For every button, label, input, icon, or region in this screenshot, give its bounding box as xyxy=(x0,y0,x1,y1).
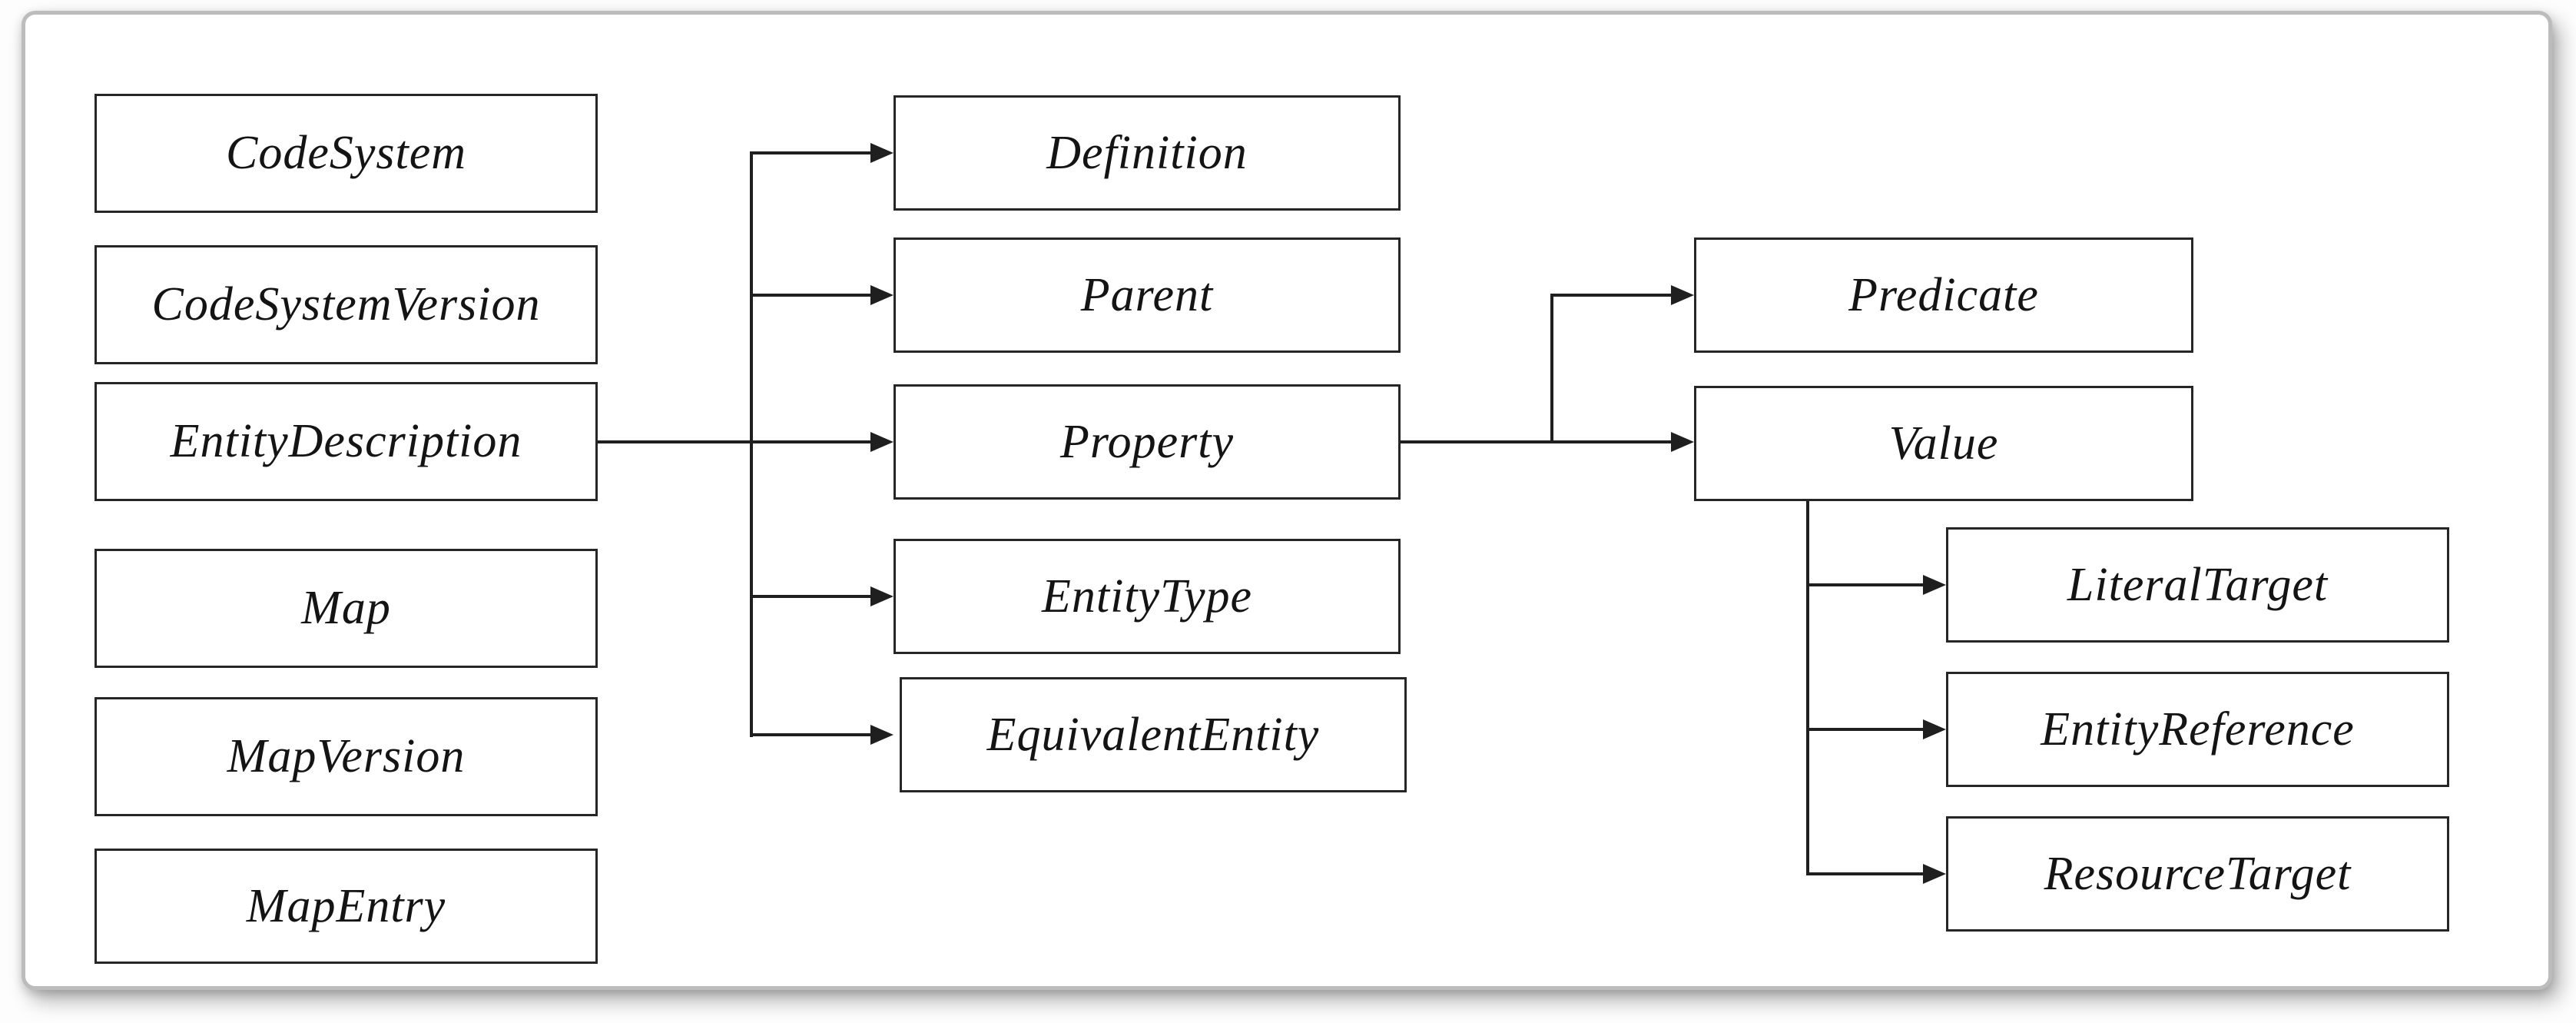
node-parent: Parent xyxy=(893,237,1401,353)
node-definition: Definition xyxy=(893,95,1401,211)
arrowhead-entityreference xyxy=(1923,719,1946,739)
connector-branch-equivalententity xyxy=(750,733,873,736)
connector-trunk-entitydescription xyxy=(750,151,753,737)
node-codesystem: CodeSystem xyxy=(94,94,598,213)
connector-branch-resourcetarget xyxy=(1806,872,1925,875)
arrowhead-parent xyxy=(870,285,893,305)
connector-entitydescription-out xyxy=(598,440,874,443)
arrowhead-entitytype xyxy=(870,586,893,606)
arrowhead-resourcetarget xyxy=(1923,864,1946,884)
node-predicate: Predicate xyxy=(1694,237,2193,353)
arrowhead-definition xyxy=(870,143,893,163)
node-entitydescription: EntityDescription xyxy=(94,382,598,501)
node-map: Map xyxy=(94,549,598,668)
connector-branch-literaltarget xyxy=(1806,583,1925,586)
connector-branch-entitytype xyxy=(750,595,873,598)
arrowhead-literaltarget xyxy=(1923,575,1946,595)
connector-property-out xyxy=(1401,440,1673,443)
node-value: Value xyxy=(1694,386,2193,501)
node-property: Property xyxy=(893,384,1401,500)
arrowhead-property xyxy=(870,432,893,452)
node-mapversion: MapVersion xyxy=(94,697,598,816)
node-mapentry: MapEntry xyxy=(94,849,598,964)
arrowhead-predicate xyxy=(1671,285,1694,305)
figure-card: CodeSystem CodeSystemVersion EntityDescr… xyxy=(22,11,2552,990)
connector-branch-parent xyxy=(750,294,873,297)
connector-branch-definition xyxy=(750,151,873,154)
connector-branch-predicate xyxy=(1550,294,1673,297)
node-entityreference: EntityReference xyxy=(1946,672,2449,787)
connector-branch-entityreference xyxy=(1806,728,1925,731)
node-entitytype: EntityType xyxy=(893,539,1401,654)
connector-trunk-property xyxy=(1550,294,1553,443)
node-codesystemversion: CodeSystemVersion xyxy=(94,245,598,364)
connector-trunk-value xyxy=(1806,501,1809,875)
node-literaltarget: LiteralTarget xyxy=(1946,527,2449,643)
arrowhead-equivalententity xyxy=(870,725,893,745)
arrowhead-value xyxy=(1671,432,1694,452)
node-equivalententity: EquivalentEntity xyxy=(900,677,1407,792)
node-resourcetarget: ResourceTarget xyxy=(1946,816,2449,932)
